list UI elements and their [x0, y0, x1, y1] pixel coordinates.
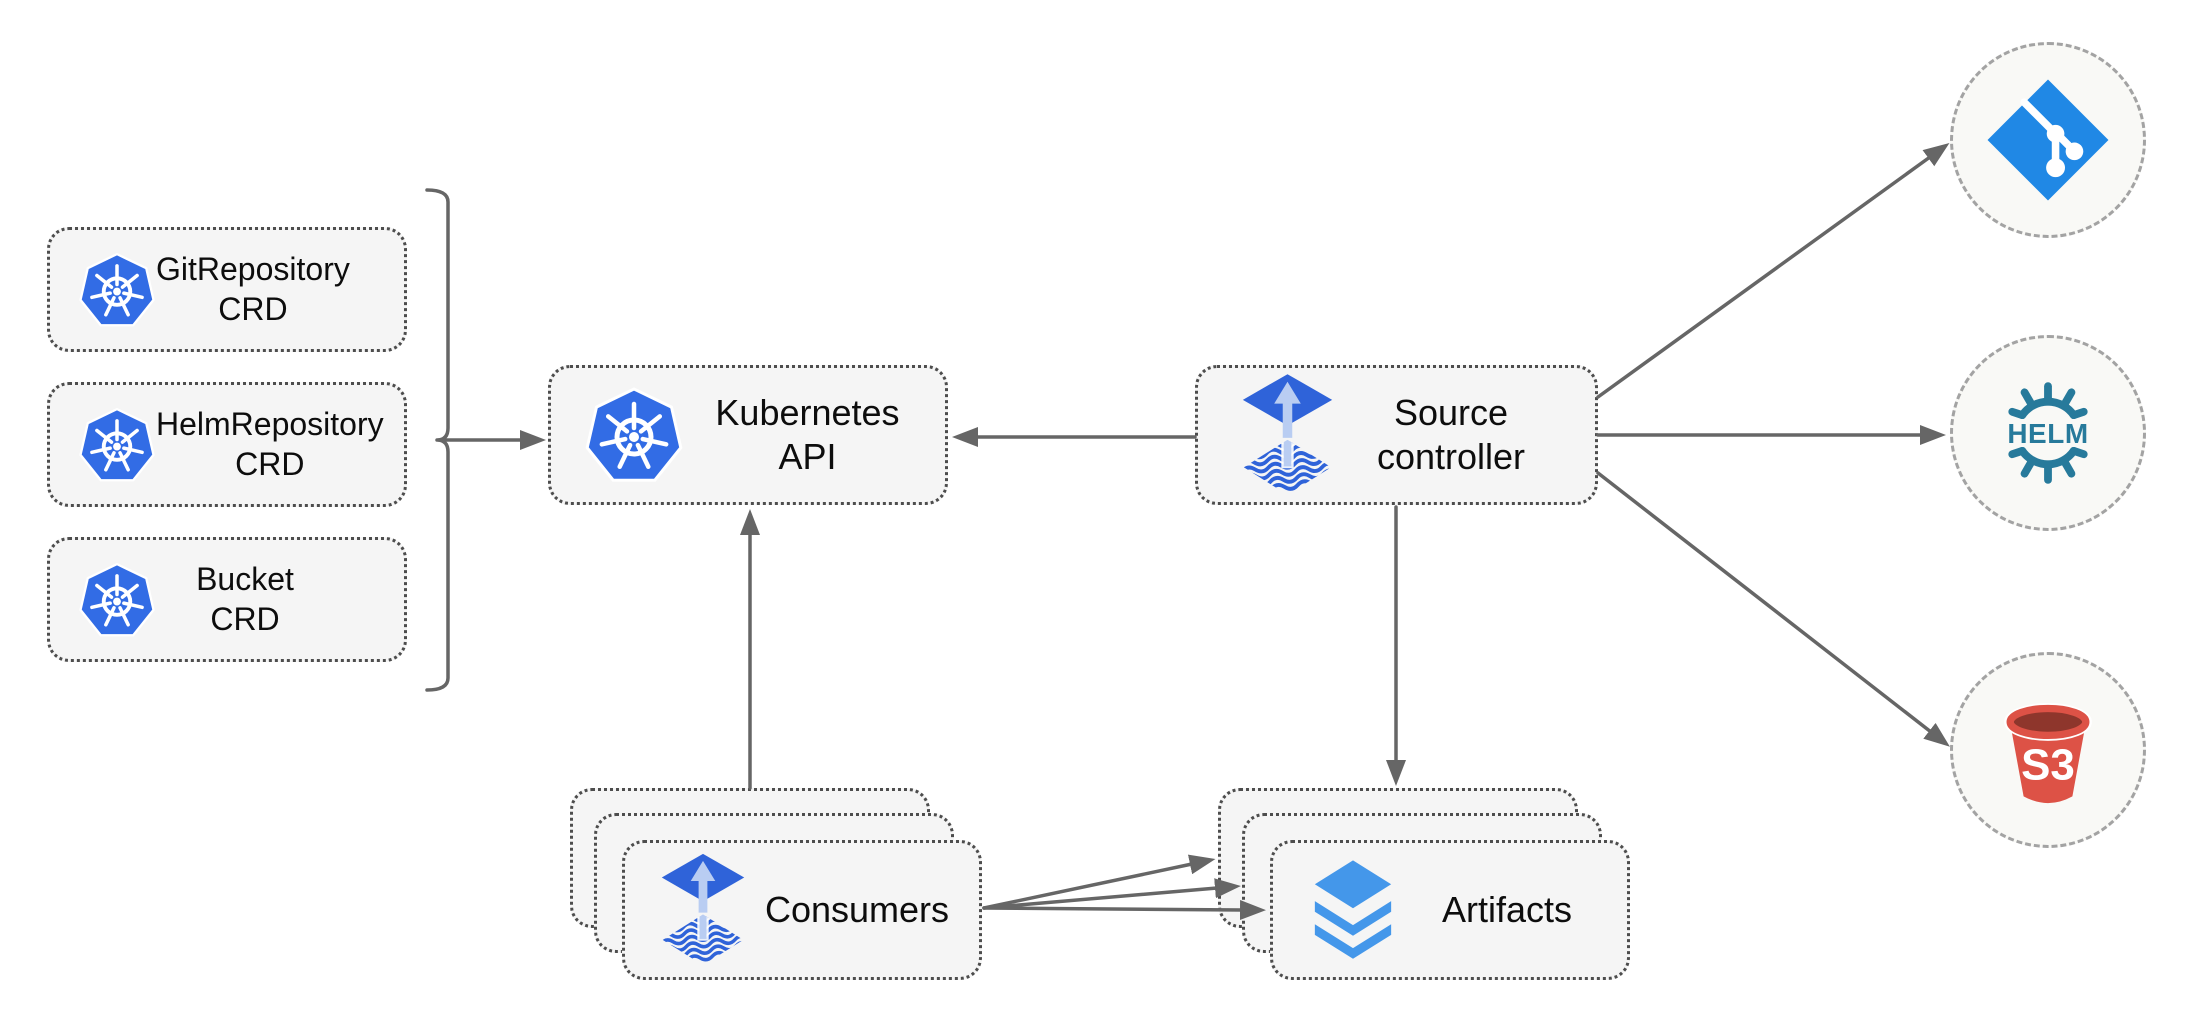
node-git-provider [1950, 42, 2146, 238]
node-artifacts: Artifacts [1270, 840, 1630, 980]
node-artifacts-stack: Artifacts [1218, 788, 1638, 988]
arrow-consumers-to-artifacts-3 [982, 899, 1266, 920]
kubernetes-icon [78, 251, 156, 329]
s3-bucket-icon: S3 [2004, 703, 2092, 804]
arrow-source-to-s3 [1596, 471, 1950, 747]
node-label: Kubernetes API [715, 392, 900, 477]
node-label: Artifacts [1441, 889, 1573, 930]
kubernetes-icon [78, 561, 156, 639]
node-source-controller: Source controller [1195, 365, 1598, 505]
node-consumers: Consumers [622, 840, 982, 980]
arrow-consumers-to-artifacts-2 [982, 878, 1241, 910]
arrow-source-to-git [1596, 142, 1950, 399]
node-consumers-stack: Consumers [570, 788, 990, 988]
s3-logo-text: S3 [2021, 740, 2075, 789]
node-label: Bucket CRD [196, 561, 294, 637]
node-label: Source controller [1376, 392, 1526, 477]
node-s3-provider: S3 [1950, 652, 2146, 848]
helm-logo-text: HELM [2007, 418, 2088, 449]
kubernetes-icon [78, 406, 156, 484]
helm-icon: HELM [2007, 382, 2088, 484]
node-kubernetes-api: Kubernetes API [548, 365, 948, 505]
node-helmrepository-crd: HelmRepository CRD [47, 382, 407, 507]
flux-icon [1240, 373, 1335, 497]
flux-icon [659, 853, 747, 967]
node-bucket-crd: Bucket CRD [47, 537, 407, 662]
node-label: GitRepository CRD [156, 251, 350, 327]
kubernetes-icon [584, 385, 684, 485]
node-gitrepository-crd: GitRepository CRD [47, 227, 407, 352]
layers-icon [1307, 855, 1399, 965]
arrow-consumers-to-artifacts-1 [982, 854, 1216, 910]
node-label: Consumers [764, 889, 950, 930]
git-icon [1987, 79, 2109, 201]
node-label: HelmRepository CRD [156, 406, 384, 482]
node-helm-provider: HELM [1950, 335, 2146, 531]
